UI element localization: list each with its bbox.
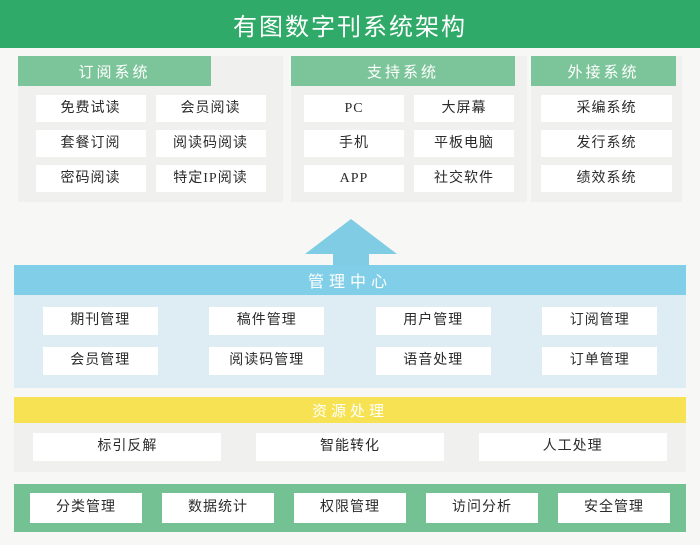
chip-free-trial-read[interactable]: 免费试读 bbox=[35, 95, 146, 122]
page-title-bar: 有图数字刊系统架构 bbox=[0, 0, 700, 48]
resource-processing-body: 标引反解 智能转化 人工处理 bbox=[14, 423, 686, 472]
panel-header-subscription-system: 订阅系统 bbox=[18, 56, 211, 86]
chip-intelligent-conversion[interactable]: 智能转化 bbox=[255, 433, 444, 461]
bottom-services-bar: 分类管理 数据统计 权限管理 访问分析 安全管理 bbox=[14, 484, 686, 532]
chip-social-software[interactable]: 社交软件 bbox=[414, 165, 514, 192]
resource-processing-header: 资源处理 bbox=[14, 397, 686, 423]
chip-pc[interactable]: PC bbox=[304, 95, 404, 122]
chip-manuscript-management[interactable]: 稿件管理 bbox=[209, 307, 325, 335]
resource-processing-section: 资源处理 标引反解 智能转化 人工处理 bbox=[14, 397, 686, 472]
chip-large-screen[interactable]: 大屏幕 bbox=[414, 95, 514, 122]
chip-order-management[interactable]: 订单管理 bbox=[542, 347, 658, 375]
panel-subscription-system: 订阅系统 免费试读 会员阅读 套餐订阅 阅读码阅读 密码阅读 特定IP阅读 bbox=[18, 56, 283, 202]
panel-body-external-system: 采编系统 发行系统 绩效系统 bbox=[531, 86, 682, 202]
page-title: 有图数字刊系统架构 bbox=[233, 14, 467, 41]
chip-package-subscription[interactable]: 套餐订阅 bbox=[35, 130, 146, 157]
chip-password-read[interactable]: 密码阅读 bbox=[35, 165, 146, 192]
chip-manual-processing[interactable]: 人工处理 bbox=[478, 433, 667, 461]
management-center-body: 期刊管理 稿件管理 用户管理 订阅管理 会员管理 阅读码管理 语音处理 订单管理 bbox=[14, 295, 686, 388]
chip-voice-processing[interactable]: 语音处理 bbox=[375, 347, 491, 375]
panel-body-subscription-system: 免费试读 会员阅读 套餐订阅 阅读码阅读 密码阅读 特定IP阅读 bbox=[18, 86, 283, 202]
top-systems-row: 订阅系统 免费试读 会员阅读 套餐订阅 阅读码阅读 密码阅读 特定IP阅读 支持… bbox=[0, 56, 700, 216]
chip-security-management[interactable]: 安全管理 bbox=[558, 493, 670, 523]
chip-data-statistics[interactable]: 数据统计 bbox=[162, 493, 274, 523]
chip-category-management[interactable]: 分类管理 bbox=[30, 493, 142, 523]
arrow-up-icon bbox=[305, 219, 397, 273]
chip-performance-system[interactable]: 绩效系统 bbox=[541, 165, 672, 192]
chip-member-read[interactable]: 会员阅读 bbox=[155, 95, 266, 122]
chip-app[interactable]: APP bbox=[304, 165, 404, 192]
chip-member-management[interactable]: 会员管理 bbox=[42, 347, 158, 375]
chip-index-reverse-parsing[interactable]: 标引反解 bbox=[33, 433, 222, 461]
chip-mobile-phone[interactable]: 手机 bbox=[304, 130, 404, 157]
chip-specific-ip-read[interactable]: 特定IP阅读 bbox=[155, 165, 266, 192]
chip-journal-management[interactable]: 期刊管理 bbox=[42, 307, 158, 335]
chip-distribution-system[interactable]: 发行系统 bbox=[541, 130, 672, 157]
management-center-section: 管理中心 期刊管理 稿件管理 用户管理 订阅管理 会员管理 阅读码管理 语音处理… bbox=[14, 265, 686, 388]
panel-header-external-system: 外接系统 bbox=[531, 56, 676, 86]
chip-access-analysis[interactable]: 访问分析 bbox=[426, 493, 538, 523]
chip-user-management[interactable]: 用户管理 bbox=[375, 307, 491, 335]
chip-read-code-management[interactable]: 阅读码管理 bbox=[209, 347, 325, 375]
panel-support-system: 支持系统 PC 大屏幕 手机 平板电脑 APP 社交软件 bbox=[291, 56, 527, 202]
panel-body-support-system: PC 大屏幕 手机 平板电脑 APP 社交软件 bbox=[291, 86, 527, 202]
chip-subscription-management[interactable]: 订阅管理 bbox=[542, 307, 658, 335]
chip-permission-management[interactable]: 权限管理 bbox=[294, 493, 406, 523]
chip-tablet[interactable]: 平板电脑 bbox=[414, 130, 514, 157]
chip-acquisition-editing-system[interactable]: 采编系统 bbox=[541, 95, 672, 122]
management-center-header: 管理中心 bbox=[14, 265, 686, 295]
panel-header-support-system: 支持系统 bbox=[291, 56, 515, 86]
chip-read-code-read[interactable]: 阅读码阅读 bbox=[155, 130, 266, 157]
panel-external-system: 外接系统 采编系统 发行系统 绩效系统 bbox=[531, 56, 682, 202]
